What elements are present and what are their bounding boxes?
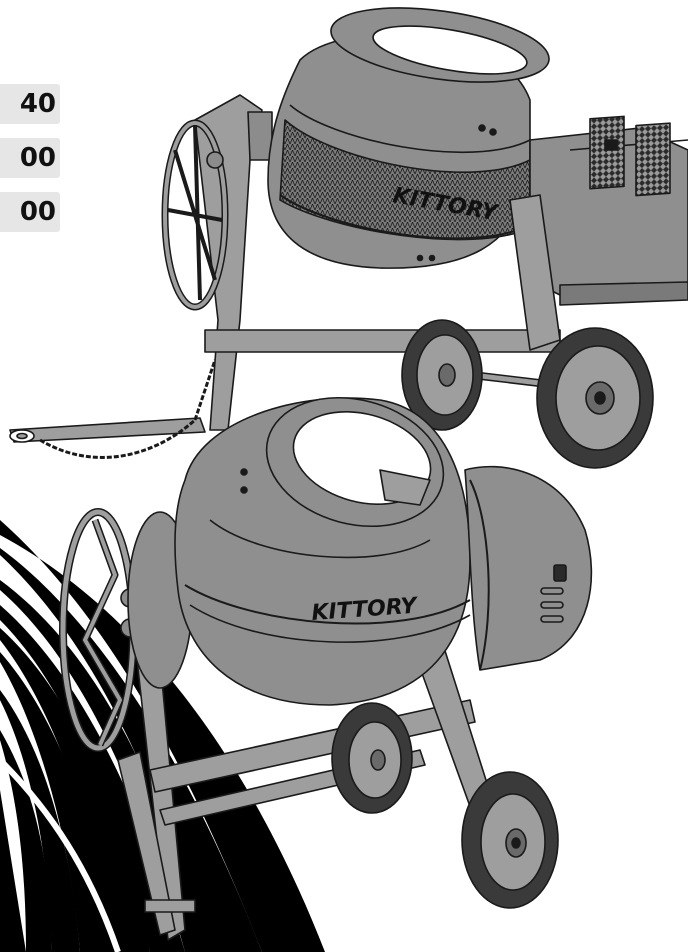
model-tag-1: 40 (0, 84, 60, 124)
model-tag-2: 00 (0, 138, 60, 178)
mixer-top: KITTORY (9, 7, 688, 469)
model-tag-3: 00 (0, 192, 60, 232)
mixer-bottom: KITTORY (59, 396, 593, 941)
